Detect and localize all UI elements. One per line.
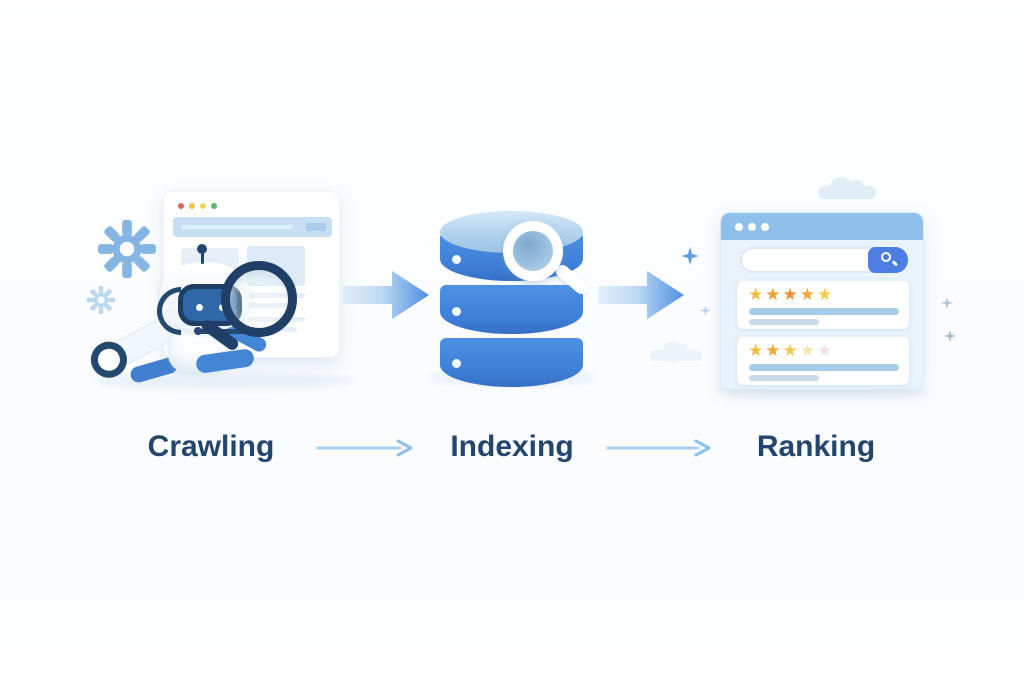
window-dot-yellow [189,203,195,209]
sparkle-small-icon [700,305,711,316]
window-dot [735,223,743,231]
magnifier-icon [221,261,297,337]
star-icon: ★ [799,285,817,304]
search-button [868,247,908,273]
database-tier-2 [440,285,583,334]
connector-arrow-1 [316,439,413,457]
star-icon: ★ [782,341,800,360]
search-icon-handle [891,260,899,267]
cloud-icon [818,177,876,199]
star-rating-row: ★★★★★ [748,340,834,362]
star-icon: ★ [799,341,817,360]
result-subtitle-line [749,375,819,381]
star-icon: ★ [817,285,835,304]
address-bar-button [306,223,326,231]
robot-antenna [201,251,204,264]
search-results-window: ★★★★★ ★★★★★ [720,212,924,390]
gear-icon [98,220,156,278]
address-bar-text-line [181,225,293,229]
star-icon: ★ [765,285,783,304]
search-result-1: ★★★★★ [737,281,909,329]
star-rating-row: ★★★★★ [748,284,834,306]
step-label-ranking: Ranking [756,430,876,463]
search-icon [881,252,891,262]
star-icon: ★ [765,341,783,360]
database-magnifier-icon [503,221,563,281]
window-dot [748,223,756,231]
robot-bolt [194,327,202,335]
star-icon: ★ [748,341,766,360]
star-icon: ★ [782,285,800,304]
window-dot [761,223,769,231]
database-tier-3 [440,338,583,387]
search-result-2: ★★★★★ [737,337,909,385]
window-dot-green [211,203,217,209]
window-dot-yellow2 [200,203,206,209]
step-label-indexing: Indexing [450,430,574,463]
robot-antenna-tip [197,244,207,254]
connector-arrow-2 [606,439,711,457]
results-title-bar [721,213,923,240]
sparkle-icon [681,247,699,265]
robot-eye-left [196,304,203,311]
arrow-crawling-to-indexing [343,270,429,320]
gear-small-icon [87,286,115,314]
result-title-line [749,308,899,315]
address-bar [173,217,332,237]
window-dot-red [178,203,184,209]
step-label-crawling: Crawling [147,430,275,463]
database-led [452,359,461,368]
result-subtitle-line [749,319,819,325]
database-led [452,255,461,264]
star-icon: ★ [817,341,835,360]
database-led [452,307,461,316]
star-icon: ★ [748,285,766,304]
cloud-faint-icon [650,341,702,363]
result-title-line [749,364,899,371]
sparkle-right-icon [944,330,956,342]
arrow-indexing-to-ranking [598,270,684,320]
search-input [740,247,908,273]
sparkle-right-icon [941,297,953,309]
